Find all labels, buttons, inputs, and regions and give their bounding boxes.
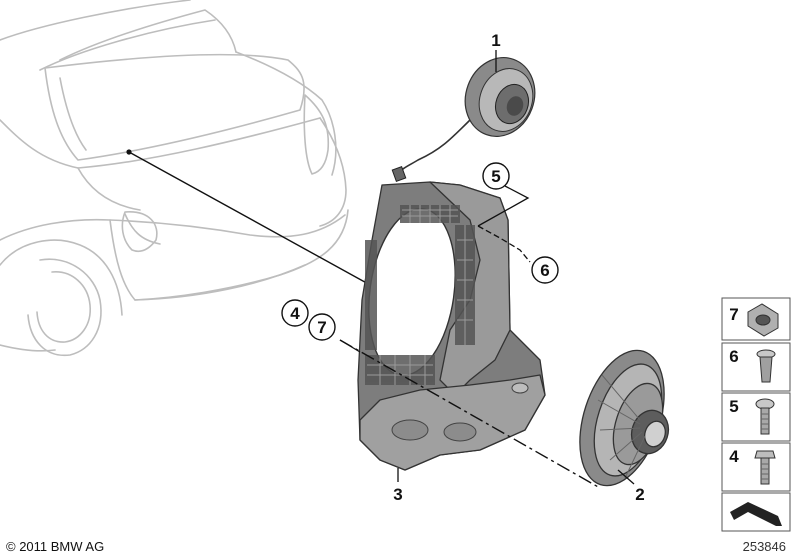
expanding-rivet-icon: [756, 349, 776, 383]
legend-item-5: 5: [721, 392, 791, 442]
legend-number: 7: [729, 305, 738, 324]
legend-item-6: 6: [721, 342, 791, 392]
car-rear-outline: [0, 0, 349, 357]
speaker-enclosure-part-3: [357, 181, 546, 471]
callout-part-5: 5: [491, 167, 500, 186]
legend-item-4: 4: [721, 442, 791, 492]
car-leader-line: [126, 149, 373, 287]
shim-bracket-icon: [730, 502, 782, 526]
callout-part-4: 4: [290, 304, 300, 323]
hex-bolt-icon: [754, 450, 776, 485]
callouts: 1 5 6 4 7 3 2: [281, 31, 645, 504]
oval-head-screw-icon: [755, 398, 775, 435]
callout-part-2: 2: [635, 485, 644, 504]
legend-number: 5: [729, 397, 738, 416]
callout-part-6: 6: [540, 261, 549, 280]
callout-part-1: 1: [491, 31, 500, 50]
callout-part-7: 7: [317, 318, 326, 337]
legend-item-shim: [721, 492, 791, 532]
legend-number: 6: [729, 347, 738, 366]
copyright-text: © 2011 BMW AG: [6, 539, 105, 554]
callout-part-3: 3: [393, 485, 402, 504]
callout-leaders: [339, 50, 635, 485]
legend-item-7: 7: [721, 297, 791, 341]
tweeter-part-1: [391, 57, 536, 182]
clip-nut-icon: [747, 303, 779, 337]
image-number: 253846: [742, 539, 786, 554]
legend-number: 4: [729, 447, 739, 466]
fastener-legend: 7 6 5 4: [721, 297, 791, 532]
speaker-part-2: [579, 349, 670, 487]
